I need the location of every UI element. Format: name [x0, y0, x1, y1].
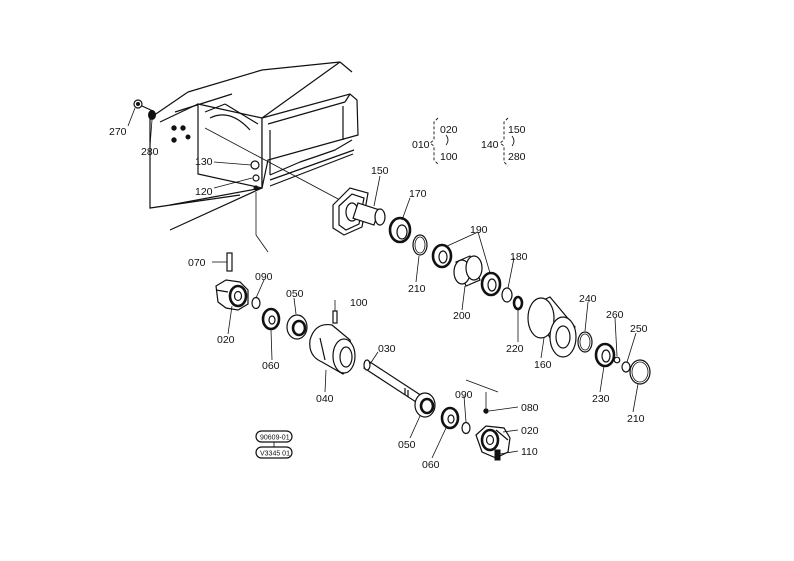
label-110: 110: [521, 446, 538, 458]
label-220: 220: [506, 343, 524, 355]
label-090: 090: [255, 271, 273, 283]
idler-040: [309, 323, 356, 375]
label-050: 050: [398, 439, 416, 451]
nut-280: [148, 110, 156, 120]
bracket-020-left: [215, 279, 249, 311]
brace-icon: [429, 117, 449, 165]
leader-lines: [127, 107, 639, 459]
bearing-170: [388, 216, 412, 244]
label-210: 210: [408, 283, 426, 295]
pin-260: [613, 356, 621, 364]
label-040: 040: [316, 393, 334, 405]
label-230: 230: [592, 393, 610, 405]
label-090: 090: [455, 389, 473, 401]
seal-240: [577, 331, 593, 353]
bolt-110: [494, 449, 501, 461]
label-210: 210: [627, 413, 645, 425]
label-050: 050: [286, 288, 304, 300]
label-170: 170: [409, 188, 427, 200]
bearing-060-right: [440, 406, 460, 430]
label-070: 070: [188, 257, 206, 269]
label-260: 260: [606, 309, 624, 321]
bolt-270: [133, 99, 154, 112]
label-060: 060: [262, 360, 280, 372]
label-030: 030: [378, 343, 396, 355]
label-020: 020: [217, 334, 235, 346]
label-240: 240: [579, 293, 597, 305]
label-150: 150: [371, 165, 389, 177]
bearing-190b: [480, 271, 502, 297]
label-280: 280: [508, 151, 526, 163]
label-160: 160: [534, 359, 552, 371]
label-250: 250: [630, 323, 648, 335]
label-020: 020: [521, 425, 539, 437]
pin-080: [465, 379, 499, 414]
label-180: 180: [510, 251, 528, 263]
label-100: 100: [350, 297, 368, 309]
roller-160: [527, 296, 577, 358]
label-280: 280: [141, 146, 159, 158]
label-010: 010: [412, 139, 430, 151]
seal-210-upper: [412, 234, 428, 256]
label-140: 140: [481, 139, 499, 151]
pin-070: [212, 252, 233, 272]
bracket-020-right: [475, 425, 511, 459]
label-130: 130: [195, 156, 213, 168]
collar-220: [512, 295, 524, 311]
label-200: 200: [453, 310, 471, 322]
ring-210-lower: [629, 359, 651, 385]
pin-100-lower: [332, 300, 338, 324]
label-270: 270: [109, 126, 127, 138]
label-060: 060: [422, 459, 440, 471]
label-120: 120: [195, 186, 213, 198]
collar-090-right: [461, 421, 471, 435]
collar-250: [621, 361, 631, 373]
bearing-050-right: [414, 392, 436, 418]
stamp-badge-icon: [255, 446, 293, 459]
reference-stamps: 90609-01 V3345 01: [255, 430, 293, 459]
snap-ring-180: [501, 287, 513, 303]
part-labels: 270 280 130 120 010 020 100 140 150 280 …: [109, 124, 648, 471]
label-150: 150: [508, 124, 526, 136]
flange-150: [332, 187, 386, 236]
brace-icon: [499, 117, 515, 167]
label-020: 020: [440, 124, 458, 136]
bearing-060-left: [261, 307, 281, 331]
label-190: 190: [470, 224, 488, 236]
stamp-90609-01: 90609-01: [260, 435, 290, 442]
spacer-200: [453, 255, 483, 287]
stamp-v3345-01: V3345 01: [260, 451, 290, 458]
label-080: 080: [521, 402, 539, 414]
bearing-050-left: [286, 314, 308, 340]
shaft-030: [363, 359, 423, 403]
bearing-230: [594, 342, 616, 368]
label-100: 100: [440, 151, 458, 163]
bearing-190a: [431, 243, 453, 269]
track-frame: [149, 61, 359, 253]
collar-090-left: [251, 296, 261, 310]
